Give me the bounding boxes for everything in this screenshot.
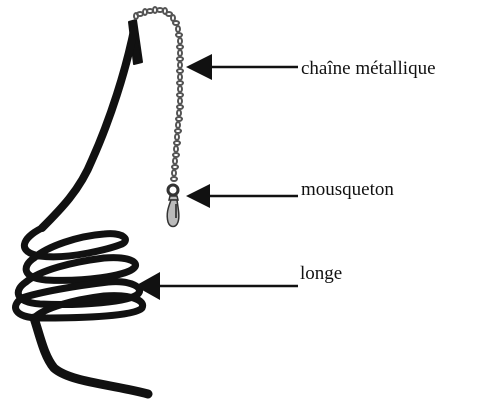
arrow-left-icon — [135, 272, 298, 300]
arrow-left-icon — [186, 184, 298, 208]
snap-hook — [167, 185, 179, 227]
callout-arrows — [135, 54, 298, 300]
chain-label: chaîne métallique — [301, 59, 436, 78]
lunge-strap — [16, 20, 148, 394]
lunge-label: longe — [300, 264, 342, 283]
metal-chain — [134, 7, 183, 181]
snap-hook-label: mousqueton — [301, 180, 394, 199]
arrow-left-icon — [186, 54, 298, 80]
